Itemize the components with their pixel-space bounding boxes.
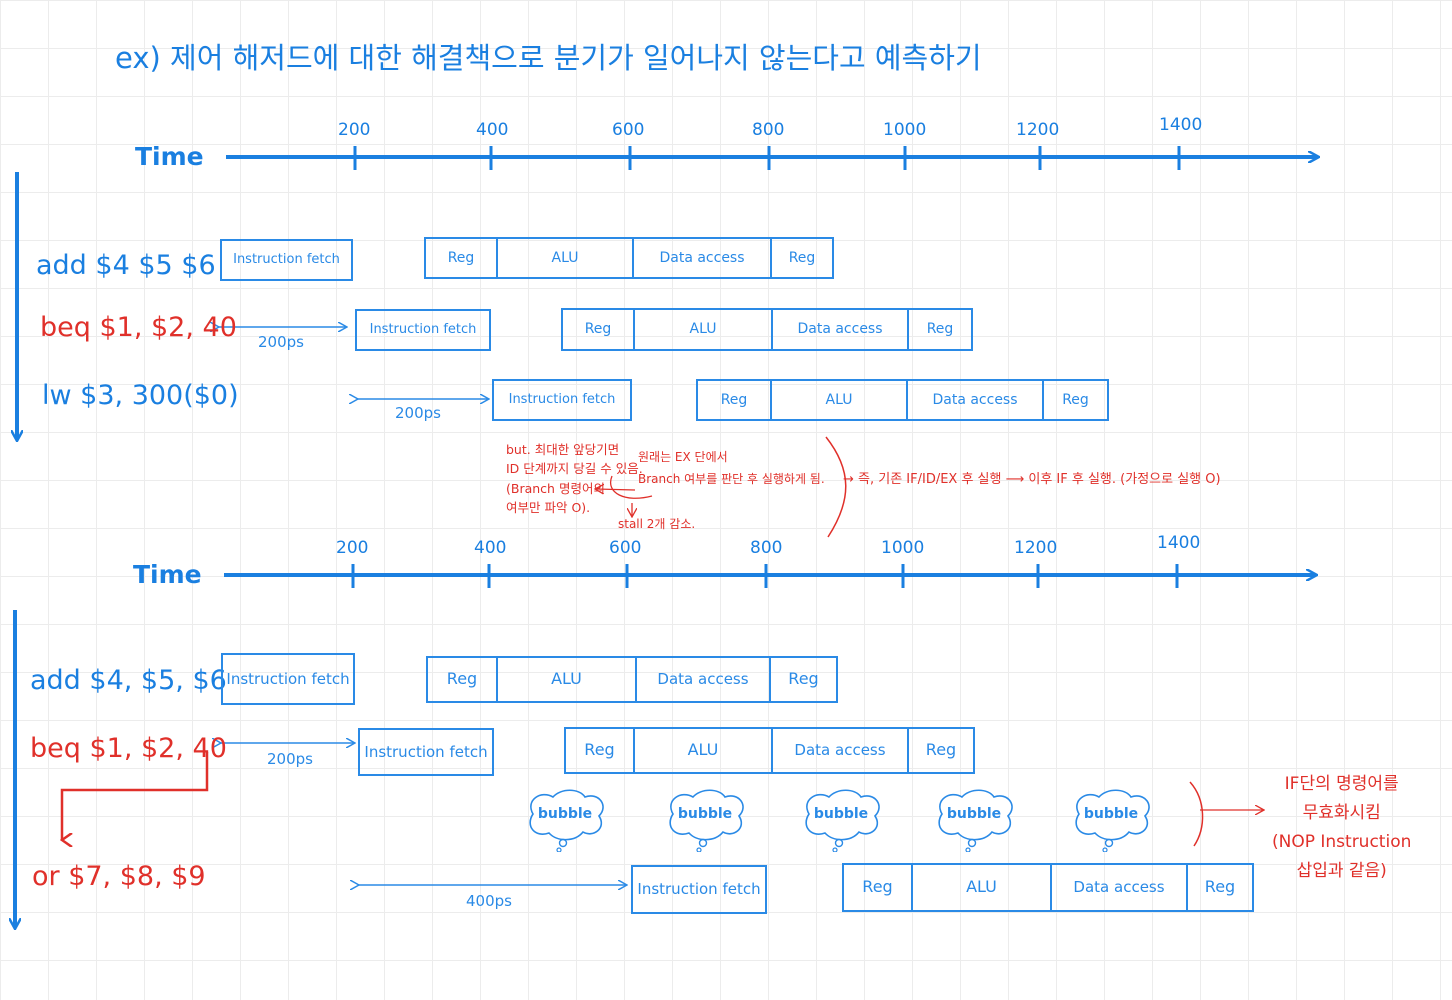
instr-add-bottom: add $4, $5, $6 [30, 665, 227, 696]
tick-label: 600 [612, 120, 645, 140]
bubble-stall: bubble [799, 788, 883, 852]
note-curve-but [609, 475, 653, 499]
tick-label: 1000 [881, 538, 925, 558]
stage-data-access: Data access [771, 310, 907, 349]
tick-label: 1000 [883, 120, 927, 140]
stage-data-access: Data access [1050, 865, 1186, 910]
stage-alu: ALU [770, 381, 906, 419]
stage-reg: Reg [720, 391, 748, 408]
note-stall: stall 2개 감소. [618, 517, 696, 531]
bubble-stall: bubble [663, 788, 747, 852]
stage-alu: ALU [633, 310, 771, 349]
stage-data-access: Data access [906, 381, 1042, 419]
stage-data-access: Data access [635, 658, 769, 701]
instr-beq-bottom: beq $1, $2, 40 [30, 733, 227, 764]
instr-beq-top: beq $1, $2, 40 [40, 312, 237, 343]
stage-reg: Reg [446, 669, 478, 689]
stage-instruction-fetch: Instruction fetch [355, 309, 491, 351]
gap-label: 200ps [395, 404, 441, 422]
bubble-stall: bubble [932, 788, 1016, 852]
stage-reg: Reg [1186, 865, 1252, 910]
tick-label: 400 [474, 538, 507, 558]
stage-reg: Reg [862, 877, 893, 897]
note-conclusion: → 즉, 기존 IF/ID/EX 후 실행 ⟶ 이후 IF 후 실행. (가정으… [843, 472, 1221, 487]
tick-label: 800 [752, 120, 785, 140]
instr-add-top: add $4 $5 $6 [36, 250, 216, 281]
tick-label: 1400 [1159, 115, 1203, 135]
stage-alu: ALU [496, 658, 635, 701]
stage-row: Reg ALU Data access Reg [424, 237, 834, 279]
stage-reg: Reg [907, 729, 973, 772]
stage-instruction-fetch: Instruction fetch [221, 653, 355, 705]
note-but: but. 최대한 앞당기면 ID 단계까지 당길 수 있음. (Branch 명… [506, 442, 643, 516]
tick-label: 200 [338, 120, 371, 140]
stage-data-access: Data access [771, 729, 907, 772]
stage-data-access: Data access [632, 239, 770, 277]
stage-instruction-fetch: Instruction fetch [492, 379, 632, 421]
stage-instruction-fetch: Instruction fetch [358, 728, 494, 776]
stage-reg: Reg [447, 249, 475, 266]
stage-reg: Reg [1042, 381, 1107, 419]
gap-label: 400ps [466, 892, 512, 910]
page-title: ex) 제어 해저드에 대한 해결책으로 분기가 일어나지 않는다고 예측하기 [115, 41, 982, 75]
stage-alu: ALU [496, 239, 632, 277]
stage-instruction-fetch: Instruction fetch [220, 239, 353, 281]
stage-reg: Reg [907, 310, 971, 349]
time-label-bottom: Time [133, 560, 202, 589]
stage-row: Reg ALU Data access Reg [426, 656, 838, 703]
stage-alu: ALU [633, 729, 771, 772]
bubble-stall: bubble [1069, 788, 1153, 852]
tick-label: 1200 [1016, 120, 1060, 140]
tick-label: 800 [750, 538, 783, 558]
tick-label: 200 [336, 538, 369, 558]
note-original: 원래는 EX 단에서 Branch 여부를 판단 후 실행하게 됨. [638, 450, 825, 487]
tick-label: 600 [609, 538, 642, 558]
note-brace-right [1189, 781, 1204, 847]
stage-reg: Reg [770, 239, 832, 277]
stage-alu: ALU [911, 865, 1050, 910]
stage-row: Reg ALU Data access Reg [696, 379, 1109, 421]
stage-row: Reg ALU Data access Reg [561, 308, 973, 351]
gap-label: 200ps [267, 750, 313, 768]
stage-reg: Reg [584, 740, 615, 760]
time-axis-bottom-ticks [351, 564, 1179, 588]
tick-label: 1400 [1157, 533, 1201, 553]
stage-row: Reg ALU Data access Reg [564, 727, 975, 774]
stage-instruction-fetch: Instruction fetch [631, 865, 767, 914]
branch-redirect-arrow [62, 752, 209, 840]
note-nullify: IF단의 명령어를 무효화시킴 (NOP Instruction 삽입과 같음) [1272, 774, 1412, 881]
gap-label: 200ps [258, 333, 304, 351]
instr-lw-top: lw $3, 300($0) [42, 380, 239, 411]
time-axis-top-ticks [353, 146, 1181, 170]
stage-reg: Reg [584, 321, 612, 338]
stage-reg: Reg [769, 658, 836, 701]
instr-or-bottom: or $7, $8, $9 [32, 861, 206, 892]
note-arrow-but [596, 489, 636, 490]
stage-row: Reg ALU Data access Reg [842, 863, 1254, 912]
tick-label: 400 [476, 120, 509, 140]
tick-label: 1200 [1014, 538, 1058, 558]
bubble-stall: bubble [523, 788, 607, 852]
time-label-top: Time [135, 142, 204, 171]
note-brace [825, 436, 847, 538]
